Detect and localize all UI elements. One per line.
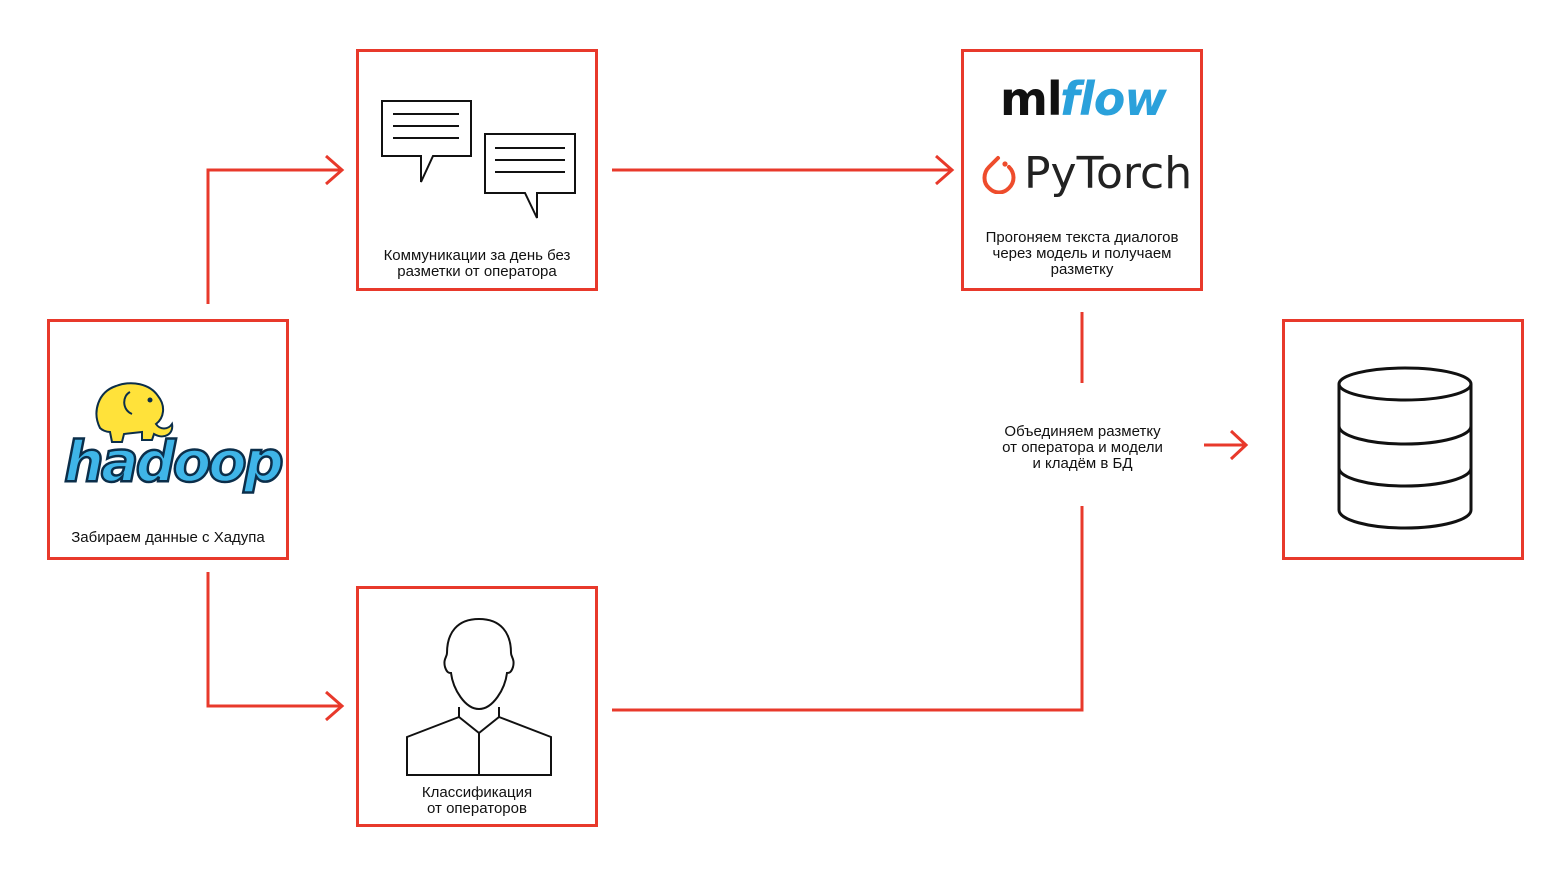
chat-bubbles-icon	[381, 100, 576, 219]
edge-hadoop-to-communications	[206, 168, 340, 304]
hadoop-logo-text: hadoop	[63, 429, 285, 497]
mlflow-logo-ml: ml	[1000, 72, 1063, 126]
arrowhead-model	[935, 154, 955, 186]
hadoop-caption: Забираем данные с Хадупа	[71, 529, 265, 546]
operator-node: Классификация от операторов	[356, 586, 598, 827]
edge-operator-to-merge	[612, 506, 1084, 712]
database-icon	[1337, 366, 1473, 530]
pytorch-logo-text: PyTorch	[1024, 148, 1193, 199]
merge-label: Объединяем разметку от оператора и модел…	[1002, 423, 1163, 472]
communications-node: Коммуникации за день без разметки от опе…	[356, 49, 598, 291]
model-node: ml flow PyTorch Прогоняем текста диалого…	[961, 49, 1203, 291]
arrowhead-operator	[325, 690, 345, 722]
arrowhead-database	[1229, 429, 1249, 461]
mlflow-logo-flow: flow	[1060, 72, 1167, 126]
person-icon	[406, 617, 552, 776]
edge-hadoop-to-operator	[206, 572, 340, 708]
operator-caption: Классификация от операторов	[421, 784, 533, 817]
arrowhead-communications	[325, 154, 345, 186]
hadoop-node: hadoop Забираем данные с Хадупа	[47, 319, 289, 560]
model-caption: Прогоняем текста диалогов через модель и…	[985, 229, 1179, 278]
database-node	[1282, 319, 1524, 560]
communications-caption: Коммуникации за день без разметки от опе…	[383, 247, 571, 280]
hadoop-elephant-icon	[95, 382, 174, 443]
pytorch-flame-icon	[982, 156, 1016, 194]
